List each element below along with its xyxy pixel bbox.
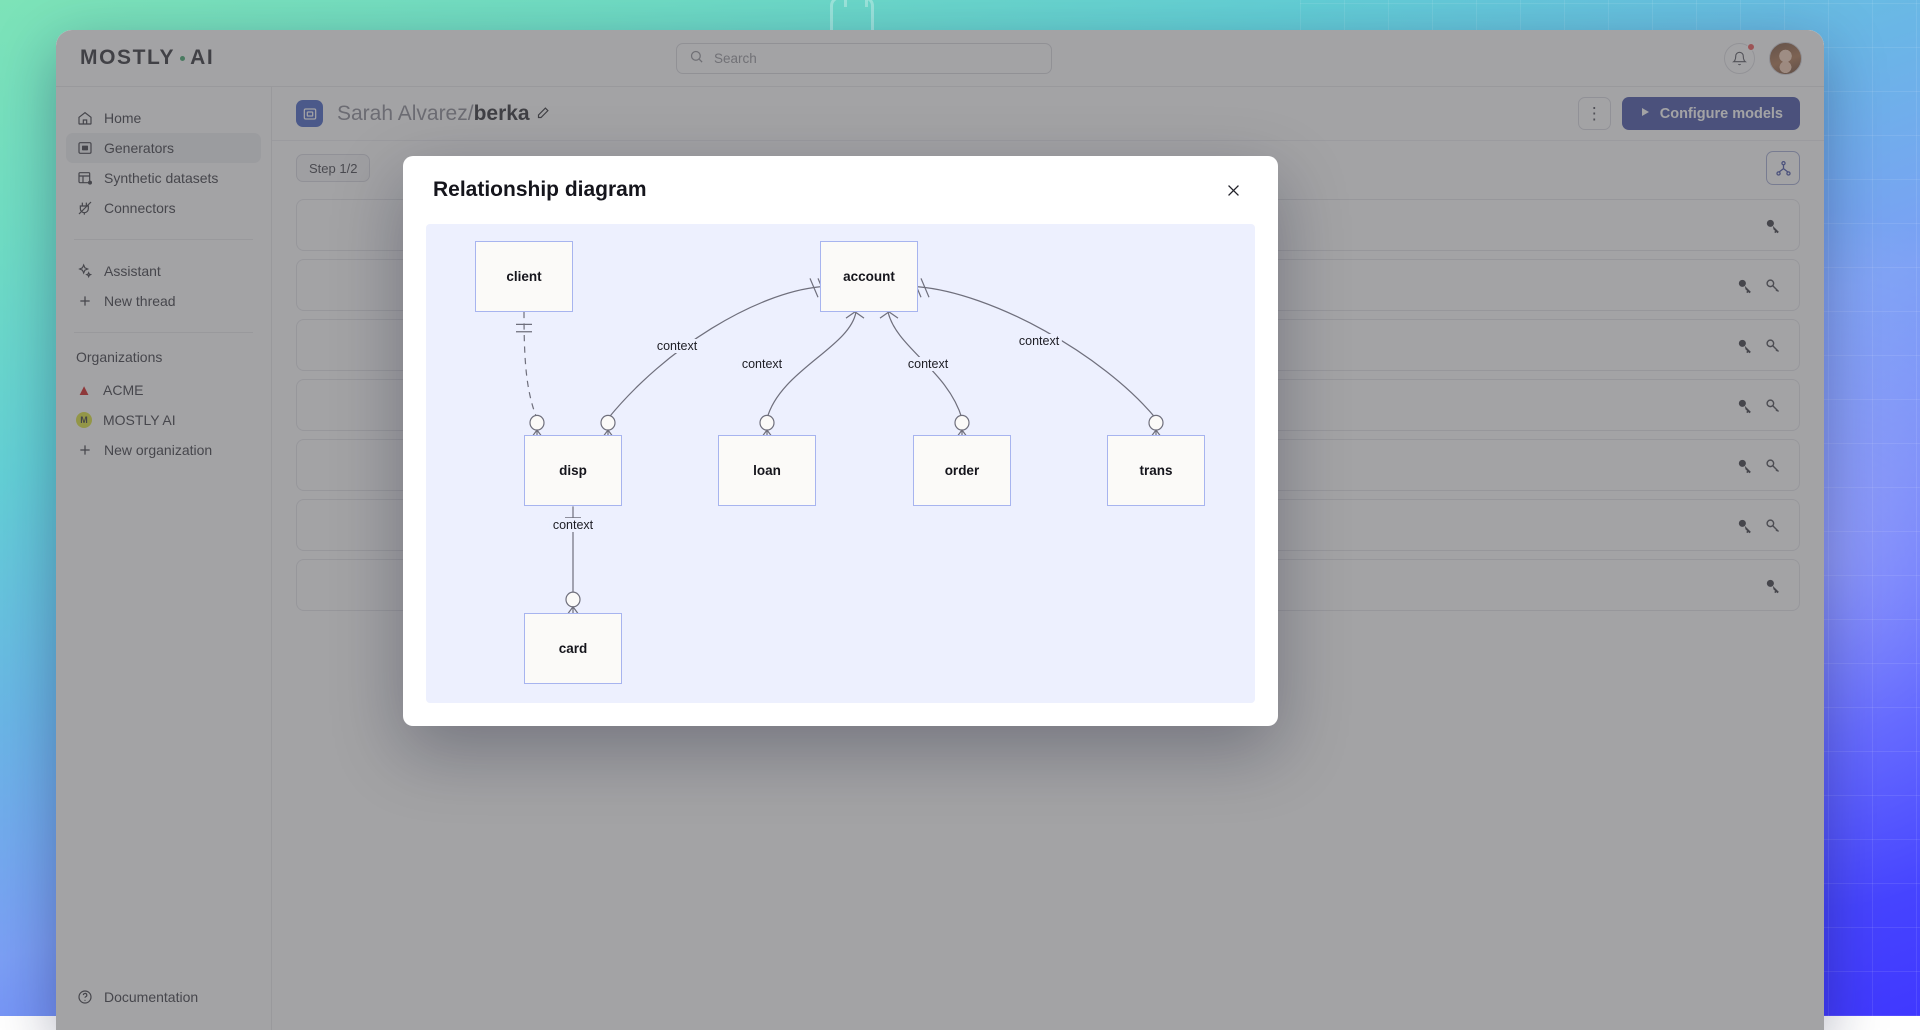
modal-body: client account disp loan order trans xyxy=(403,224,1278,726)
erd-node-label: order xyxy=(945,463,980,478)
erd-node-label: disp xyxy=(559,463,587,478)
erd-edge-label: context xyxy=(1016,334,1062,348)
erd-node-trans[interactable]: trans xyxy=(1107,435,1205,506)
erd-canvas[interactable]: client account disp loan order trans xyxy=(426,224,1255,703)
erd-node-loan[interactable]: loan xyxy=(718,435,816,506)
erd-node-card[interactable]: card xyxy=(524,613,622,684)
close-icon[interactable] xyxy=(1218,175,1248,205)
erd-node-label: loan xyxy=(753,463,781,478)
erd-edge-label: context xyxy=(654,339,700,353)
modal-header: Relationship diagram xyxy=(403,156,1278,224)
erd-node-disp[interactable]: disp xyxy=(524,435,622,506)
erd-node-client[interactable]: client xyxy=(475,241,573,312)
edge-account-disp xyxy=(608,287,820,419)
erd-edge-label: context xyxy=(905,357,951,371)
erd-edge-label: context xyxy=(550,518,596,532)
erd-node-label: client xyxy=(506,269,541,284)
erd-node-label: account xyxy=(843,269,895,284)
edge-client-disp xyxy=(524,312,537,419)
app-window: MOSTLY AI xyxy=(56,30,1824,1030)
erd-node-label: trans xyxy=(1140,463,1173,478)
erd-node-label: card xyxy=(559,641,588,656)
erd-node-account[interactable]: account xyxy=(820,241,918,312)
erd-edge-label: context xyxy=(739,357,785,371)
erd-node-order[interactable]: order xyxy=(913,435,1011,506)
relationship-diagram-modal: Relationship diagram xyxy=(403,156,1278,726)
modal-title: Relationship diagram xyxy=(433,178,647,202)
